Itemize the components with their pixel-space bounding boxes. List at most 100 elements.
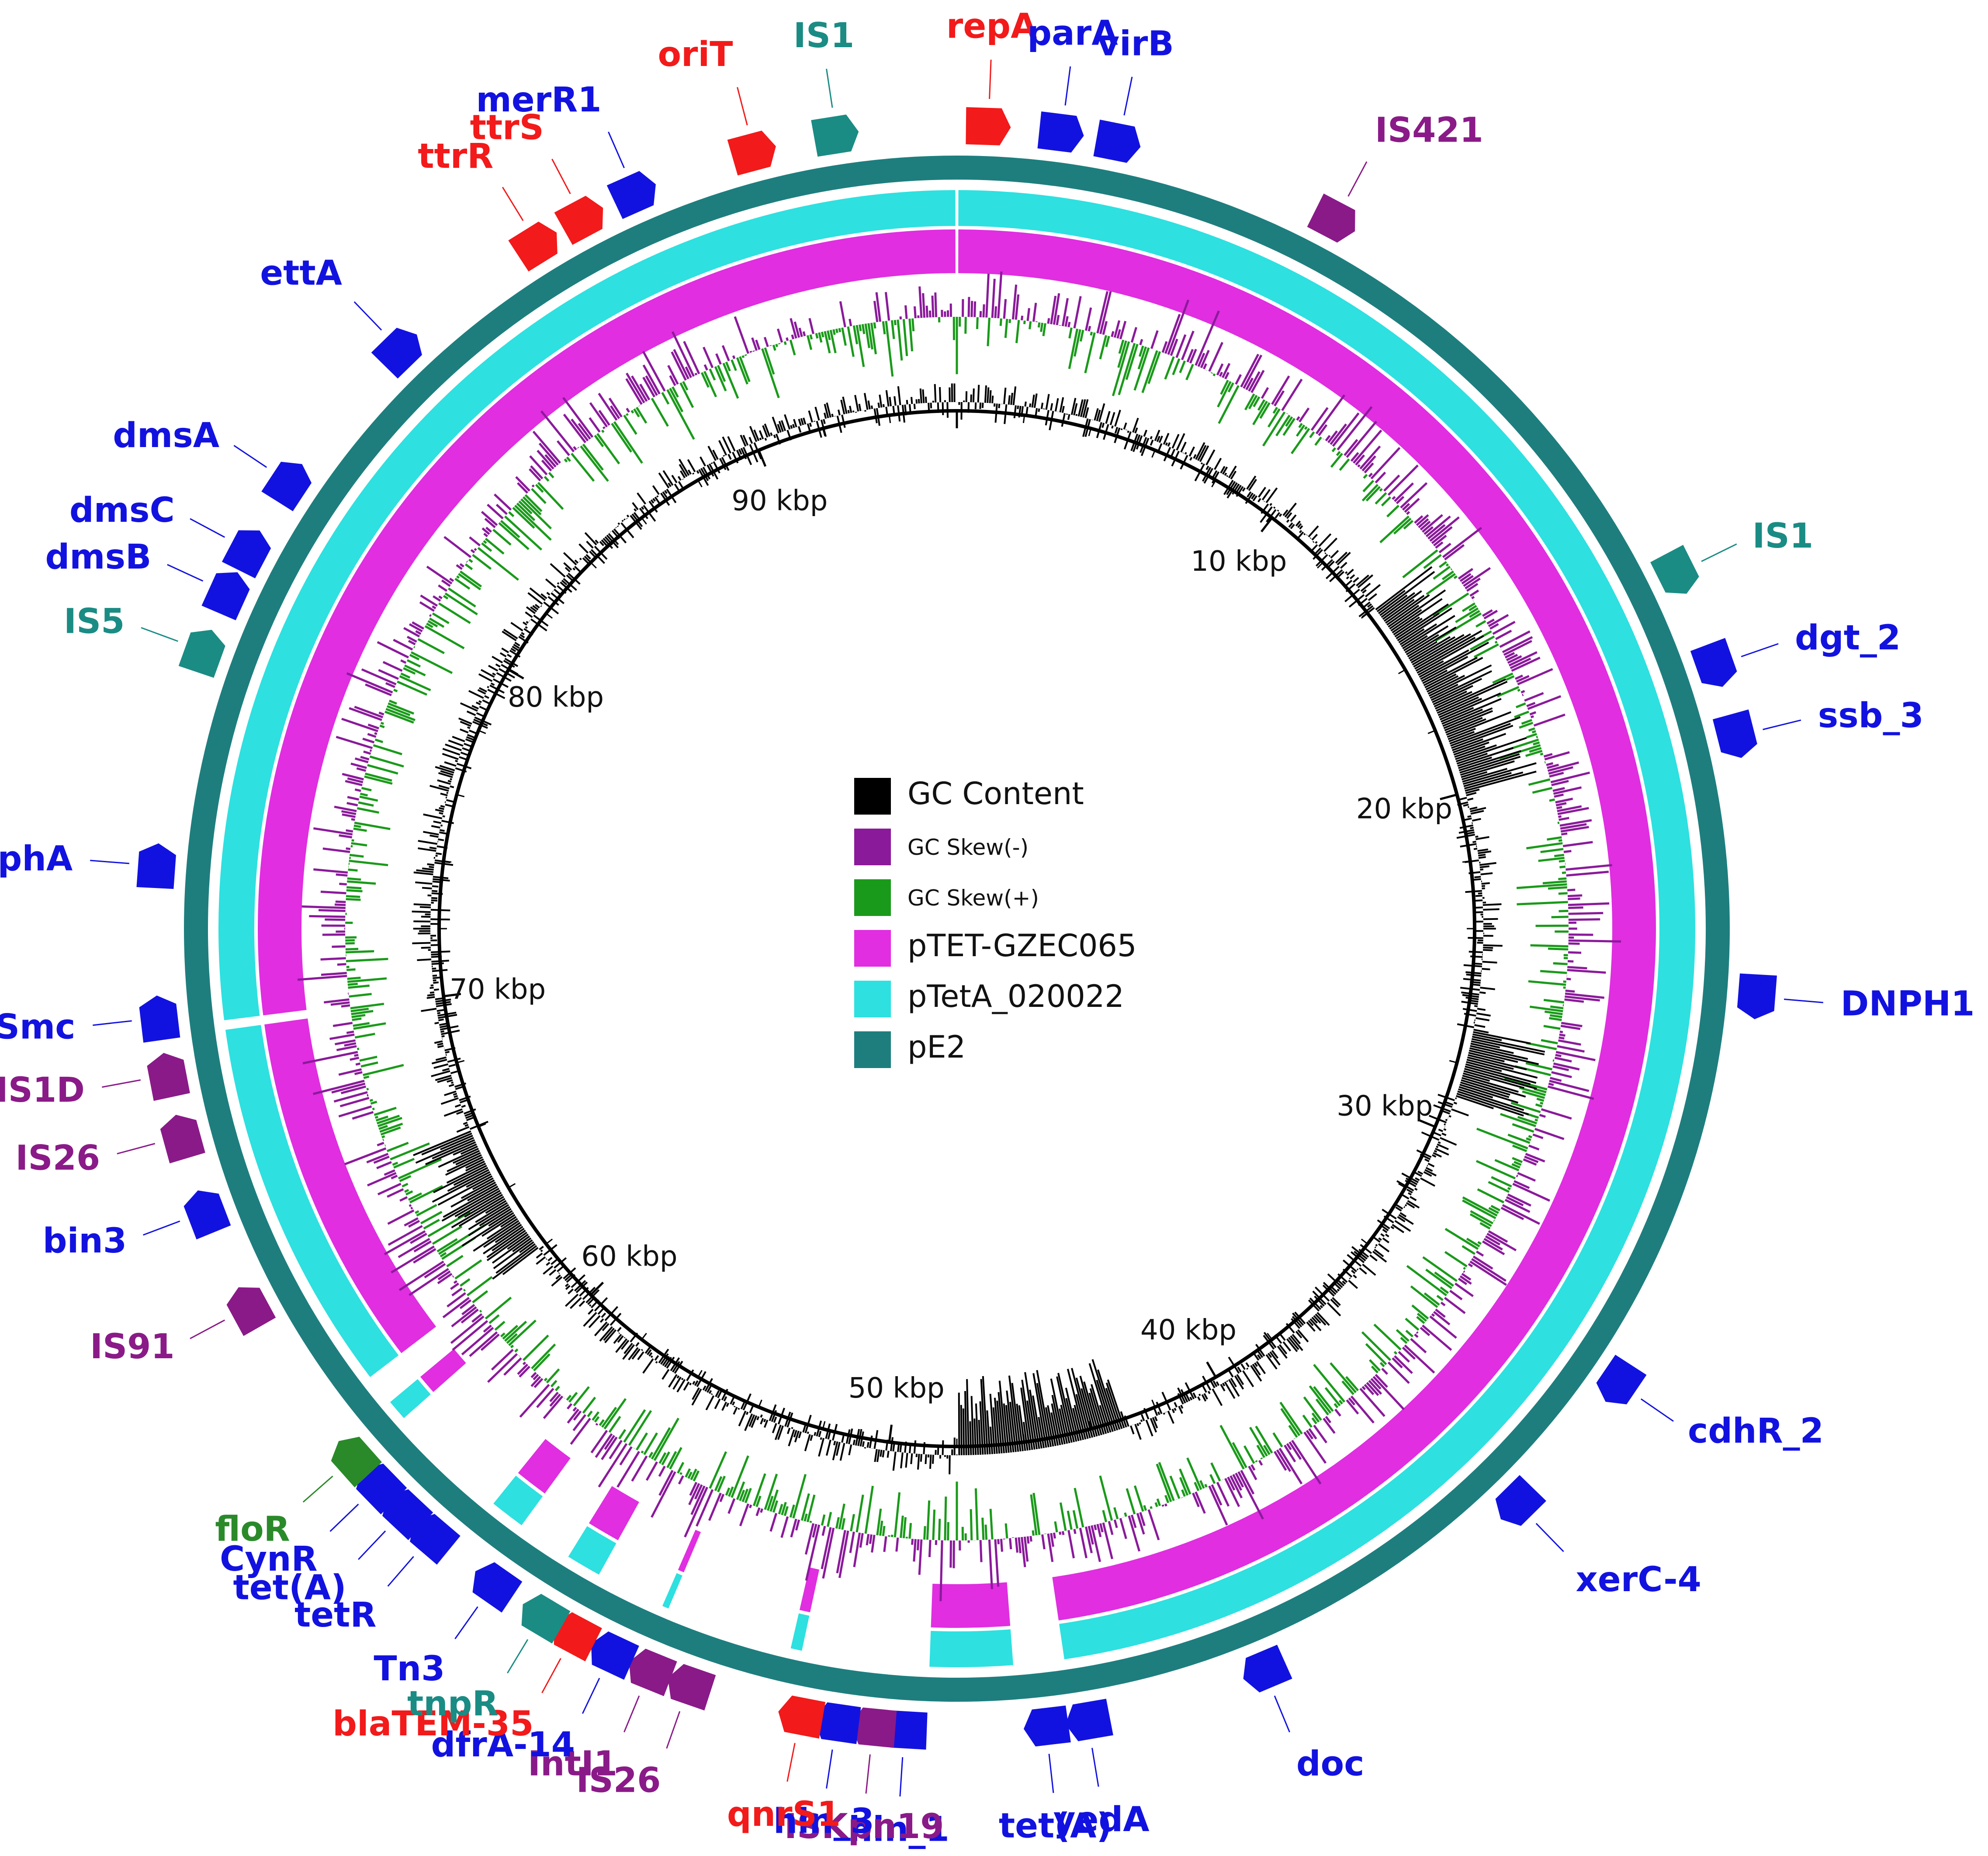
gc-skew-bar	[1486, 1232, 1517, 1252]
gc-content-bar	[503, 628, 518, 639]
gc-skew-bar	[815, 333, 819, 339]
gc-content-bar	[800, 418, 804, 426]
gc-skew-bar	[601, 430, 605, 433]
gc-skew-bar	[1311, 1417, 1317, 1425]
gc-skew-bar	[1528, 727, 1535, 732]
gene-leader-line	[1123, 76, 1133, 116]
gc-skew-bar	[714, 1476, 723, 1492]
gc-skew-bar	[1274, 390, 1285, 406]
gc-skew-bar	[1330, 423, 1347, 445]
gc-skew-bar	[1250, 1464, 1256, 1471]
gc-skew-bar	[1288, 1441, 1302, 1460]
gene-label: ttrS	[470, 108, 544, 147]
gc-content-bar	[1246, 475, 1257, 490]
gc-skew-bar	[400, 672, 411, 679]
gc-skew-bar	[1568, 912, 1604, 915]
gc-content-bar	[1059, 1408, 1068, 1444]
gc-skew-bar	[399, 1196, 408, 1202]
gc-skew-bar	[1557, 1045, 1585, 1053]
gc-skew-bar	[1056, 315, 1060, 326]
gc-skew-bar	[538, 443, 559, 466]
legend-label: GC Skew(-)	[907, 835, 1029, 860]
gc-content-bar	[1408, 1192, 1412, 1196]
gc-content-bar	[1154, 1416, 1158, 1422]
gene-feature	[136, 843, 176, 889]
gc-content-bar	[1406, 634, 1439, 656]
gc-skew-bar	[578, 423, 591, 440]
gc-skew-bar	[1227, 1476, 1236, 1491]
gc-content-bar	[1242, 487, 1246, 492]
gc-content-bar	[1457, 1090, 1529, 1116]
gc-skew-bar	[524, 494, 543, 512]
gc-content-bar	[617, 1335, 624, 1343]
gc-skew-bar	[594, 434, 604, 448]
gc-skew-bar	[346, 1030, 354, 1034]
gc-content-bar	[502, 1247, 539, 1275]
gc-content-bar	[1473, 1029, 1489, 1034]
gc-content-bar	[1292, 1316, 1302, 1328]
gc-skew-bar	[1359, 1388, 1385, 1417]
gc-content-bar	[863, 393, 869, 410]
gc-skew-bar	[1506, 1196, 1524, 1207]
gc-skew-bar	[325, 918, 346, 921]
gc-skew-bar	[1563, 850, 1572, 853]
legend-swatch	[854, 778, 891, 815]
gc-skew-bar	[1560, 823, 1587, 830]
gc-skew-bar	[1403, 520, 1414, 530]
gc-content-bar	[588, 1315, 601, 1329]
gc-content-bar	[492, 656, 503, 663]
gc-content-bar	[442, 748, 461, 756]
gc-content-bar	[696, 470, 700, 474]
gc-content-bar	[1257, 498, 1261, 503]
gc-content-bar	[1313, 1315, 1321, 1324]
gc-content-bar	[826, 1440, 831, 1456]
gc-content-bar	[1210, 1381, 1216, 1388]
gc-content-bar	[1222, 1382, 1226, 1387]
gc-skew-bar	[1566, 871, 1609, 877]
gc-content-bar	[1250, 1365, 1262, 1382]
gc-skew-bar	[346, 889, 363, 892]
gc-skew-bar	[1306, 1429, 1314, 1440]
gc-skew-bar	[869, 1534, 873, 1544]
gc-content-bar	[500, 1216, 517, 1228]
gc-content-bar	[1460, 1081, 1510, 1098]
gc-content-bar	[466, 1173, 492, 1188]
gc-skew-bar	[493, 493, 512, 511]
gc-content-bar	[1156, 436, 1160, 442]
gc-content-bar	[631, 1348, 641, 1360]
gc-content-bar	[1060, 1405, 1070, 1443]
gc-skew-bar	[1139, 1512, 1146, 1526]
gene-label: dmsA	[113, 416, 219, 455]
gc-content-bar	[495, 1243, 536, 1274]
gc-skew-bar	[1400, 1337, 1408, 1344]
gc-content-bar	[689, 1382, 692, 1386]
gc-skew-bar	[895, 1537, 899, 1552]
gc-skew-bar	[567, 1408, 579, 1424]
gc-content-bar	[1105, 411, 1111, 424]
gc-skew-bar	[1504, 652, 1515, 659]
gc-skew-bar	[1298, 423, 1303, 428]
gc-content-bar	[510, 622, 523, 631]
gc-content-bar	[1458, 1086, 1493, 1099]
gc-skew-bar	[744, 1488, 752, 1503]
gc-content-bar	[1479, 862, 1496, 866]
gc-content-bar	[578, 543, 589, 554]
gc-skew-bar	[347, 877, 361, 881]
kbp-tick	[888, 1424, 893, 1443]
gc-skew-bar	[850, 1514, 855, 1532]
gc-skew-bar	[598, 1443, 628, 1488]
gc-content-bar	[1380, 1233, 1385, 1237]
gc-skew-bar	[1507, 1193, 1531, 1207]
gc-skew-bar	[1483, 1238, 1503, 1251]
gc-skew-bar	[481, 527, 490, 535]
gc-content-bar	[1359, 1267, 1367, 1275]
gc-content-bar	[1437, 1141, 1441, 1144]
gene-features	[136, 107, 1777, 1750]
ring-pTetA-segment	[568, 1526, 616, 1575]
gc-skew-bar	[1458, 568, 1474, 580]
gc-content-bar	[465, 1160, 485, 1172]
gc-skew-bar	[543, 1395, 564, 1419]
gc-content-bar	[798, 426, 802, 433]
gc-content-bar	[1012, 386, 1017, 406]
kbp-tick	[1151, 450, 1156, 458]
